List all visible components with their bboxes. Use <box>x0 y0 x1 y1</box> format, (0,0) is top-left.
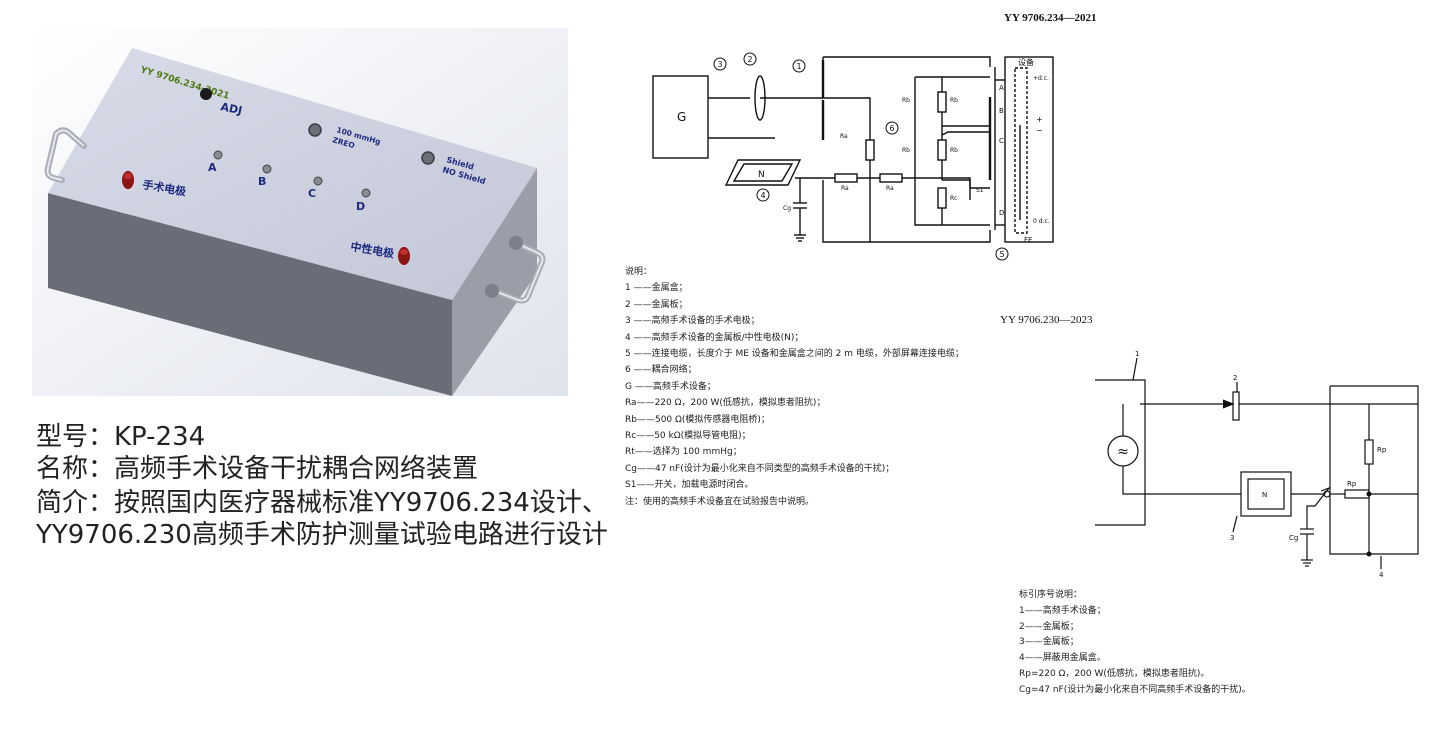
zero-switch[interactable] <box>308 123 322 137</box>
fig2-cg-label: Cg <box>1289 534 1298 542</box>
fig1-legend-item: Rt——选择为 100 mmHg； <box>625 447 742 458</box>
generator-box <box>652 75 709 159</box>
ac-source-symbol: ≈ <box>1117 444 1129 460</box>
fig2-legend-item: 4——屏蔽用金属盒。 <box>1019 653 1106 664</box>
model-line: 型号：KP-234 <box>36 422 206 452</box>
figure1-standard: YY 9706.234—2021 <box>1004 12 1097 24</box>
dc-top-label: +d.c. <box>1033 75 1049 82</box>
section-a: A <box>999 84 1004 92</box>
s1-label: S1 <box>976 187 984 194</box>
fig2-callout-3: 3 <box>1230 534 1234 542</box>
fig1-legend-item: G ——高频手术设备； <box>625 381 716 392</box>
ra-label-3: Ra <box>886 185 894 192</box>
ra-label-1: Ra <box>840 133 848 140</box>
figure2-standard: YY 9706.230—2023 <box>1000 314 1093 326</box>
fig1-n-label: N <box>758 170 765 180</box>
fig2-callout-1: 1 <box>1135 350 1139 358</box>
fig1-legend-item: 2 ——金属板； <box>625 299 688 310</box>
fig1-legend-item: 6 ——耦合网络； <box>625 365 697 376</box>
fig1-legend-item: Cg——47 nF(设计为最小化来自不同类型的高频手术设备的干扰)； <box>625 463 895 474</box>
fig1-legend-item: Rb——500 Ω(模拟传感器电阻桥)； <box>625 414 770 425</box>
rb-label-2: Rb <box>950 97 958 104</box>
rc-label: Rc <box>950 195 957 202</box>
port-c-label: C <box>308 187 316 200</box>
device-right-side <box>452 168 537 396</box>
fig1-legend-item: 4 ——高频手术设备的金属板/中性电极(N)； <box>625 332 804 343</box>
fig2-callout-2: 2 <box>1233 374 1237 382</box>
rb-label-4: Rb <box>950 147 958 154</box>
section-b: B <box>999 107 1004 115</box>
fig1-callout-4: 4 <box>760 191 765 200</box>
left-handle <box>44 127 87 183</box>
fig1-callout-5: 5 <box>999 250 1004 259</box>
fig2-legend-item: Cg=47 nF(设计为最小化来自不同高频手术设备的干扰)。 <box>1019 684 1251 695</box>
neutral-electrode-jack[interactable] <box>398 247 410 265</box>
fig2-legend-title: 标引序号说明： <box>1019 590 1083 600</box>
device-front-face <box>48 193 452 396</box>
name-line: 名称：高频手术设备干扰耦合网络装置 <box>36 454 479 484</box>
cg-label: Cg <box>783 205 791 212</box>
plus-label: + <box>1036 115 1043 124</box>
fig1-legend-item: Ra——220 Ω，200 W(低感抗，模拟患者阻抗)； <box>625 398 826 409</box>
dc-bottom-label: 0 d.c. <box>1033 218 1050 225</box>
generator-label: G <box>677 110 686 124</box>
intro-line-2: YY9706.230高频手术防护测量试验电路进行设计 <box>36 520 608 550</box>
port-a[interactable]: A <box>208 150 223 174</box>
port-b-label: B <box>258 175 266 188</box>
fig1-legend-item: 5 ——连接电缆，长度介于 ME 设备和金属盒之间的 2 m 电缆，外部屏幕连接… <box>625 349 964 360</box>
fig2-legend-item: 2——金属板； <box>1019 621 1079 632</box>
figure1-circuit: 3 2 1 4 5 6 G N 设备 +d.c. 0 d.c. FE + − A… <box>652 52 1054 261</box>
section-c: C <box>999 137 1004 145</box>
fig2-legend-item: 3——金属板； <box>1019 637 1079 648</box>
fig2-legend-item: Rp=220 Ω，200 W(低感抗，模拟患者阻抗)。 <box>1019 668 1210 679</box>
ra-label-2: Ra <box>841 185 849 192</box>
fig1-callout-2: 2 <box>747 55 752 64</box>
rb-label-1: Rb <box>902 97 910 104</box>
fig1-legend-title: 说明： <box>625 267 653 277</box>
fig1-legend-note: 注：使用的高频手术设备宜在试验报告中说明。 <box>625 496 815 507</box>
fig1-callout-6: 6 <box>889 124 894 133</box>
adj-knob[interactable] <box>200 88 212 100</box>
fig1-legend-item: Rc——50 kΩ(模拟导管电阻)； <box>625 431 751 442</box>
surgical-electrode-jack[interactable] <box>122 171 134 189</box>
port-a-label: A <box>208 161 217 174</box>
minus-label: − <box>1036 126 1043 135</box>
equipment-label: 设备 <box>1018 57 1034 67</box>
fig1-callout-1: 1 <box>796 62 801 71</box>
fig1-legend-item: S1——开关，加载电源时闭合。 <box>625 480 754 491</box>
fig1-legend-item: 3 ——高频手术设备的手术电极； <box>625 316 760 327</box>
port-b[interactable]: B <box>258 164 272 188</box>
fe-label: FE <box>1024 236 1032 244</box>
port-c[interactable]: C <box>308 176 323 200</box>
device-render: YY 9706.234-2021 ADJ 100 mmHg ZREO Shiel… <box>32 28 568 396</box>
fig2-rp-label-2: Rp <box>1347 480 1357 488</box>
section-d: D <box>999 209 1004 217</box>
adj-label: ADJ <box>219 100 243 117</box>
right-handle <box>485 236 546 304</box>
figure1-legend: 说明： 1 ——金属盒； 2 ——金属板； 3 ——高频手术设备的手术电极； 4… <box>625 264 964 510</box>
fig2-legend-item: 1——高频手术设备； <box>1019 605 1106 616</box>
rb-label-3: Rb <box>902 147 910 154</box>
port-d-label: D <box>356 200 365 213</box>
fig2-n-label: N <box>1262 491 1267 499</box>
device-top-face <box>48 48 537 300</box>
fig2-callout-4: 4 <box>1379 571 1384 579</box>
figure2-circuit: 1 2 3 4 N Rp Rp Cg ≈ <box>1095 350 1419 579</box>
intro-line-1: 简介：按照国内医疗器械标准YY9706.234设计、 <box>36 488 608 518</box>
port-d[interactable]: D <box>356 188 371 213</box>
fig2-rp-label-1: Rp <box>1377 446 1387 454</box>
fig1-callout-3: 3 <box>717 60 722 69</box>
figure2-legend: 标引序号说明： 1——高频手术设备； 2——金属板； 3——金属板； 4——屏蔽… <box>1019 588 1251 699</box>
fig1-legend-item: 1 ——金属盒； <box>625 283 688 294</box>
shield-switch[interactable] <box>421 151 435 165</box>
